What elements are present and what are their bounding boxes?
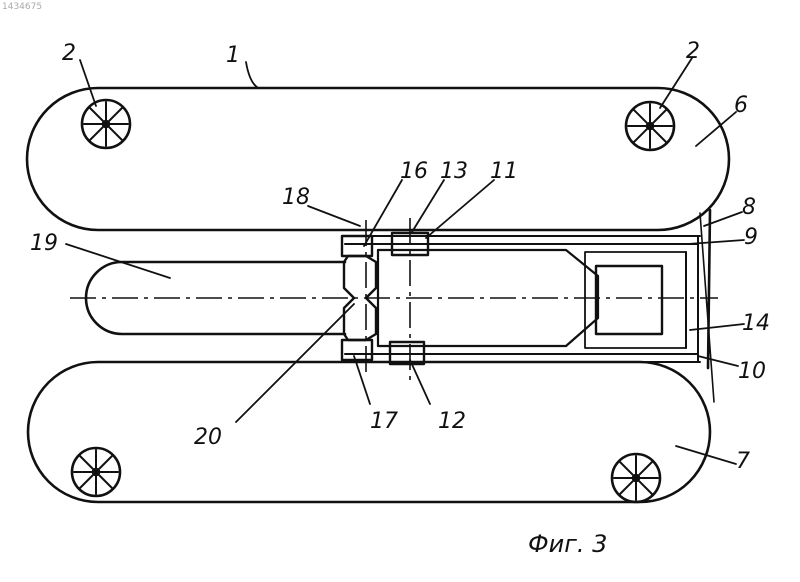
- label-19: 19: [30, 231, 58, 256]
- label-16: 16: [400, 159, 428, 184]
- label-10: 10: [738, 359, 766, 384]
- label-18: 18: [282, 185, 310, 210]
- pulley-top-left: [82, 100, 130, 148]
- pulley-bottom-right: [612, 454, 660, 502]
- label-17: 17: [370, 409, 398, 434]
- frame-right-bevel: [700, 213, 714, 402]
- label-8: 8: [742, 195, 756, 220]
- label-20: 20: [194, 425, 222, 450]
- label-2-right: 2: [686, 39, 700, 64]
- upper-belt: [27, 88, 729, 230]
- corner-mark: 1434675: [2, 2, 42, 12]
- label-11: 11: [490, 159, 518, 184]
- label-6: 6: [734, 93, 748, 118]
- label-12: 12: [438, 409, 466, 434]
- figure-caption: Фиг. 3: [528, 530, 607, 558]
- drive-block: [596, 266, 662, 334]
- label-1: 1: [226, 43, 240, 68]
- label-14: 14: [742, 311, 770, 336]
- label-9: 9: [744, 225, 758, 250]
- lower-belt: [28, 362, 710, 502]
- pad-17: [342, 340, 372, 360]
- label-7: 7: [736, 449, 750, 474]
- pulley-bottom-left: [72, 448, 120, 496]
- label-2-left: 2: [62, 41, 76, 66]
- pulley-top-right: [626, 102, 674, 150]
- label-13: 13: [440, 159, 468, 184]
